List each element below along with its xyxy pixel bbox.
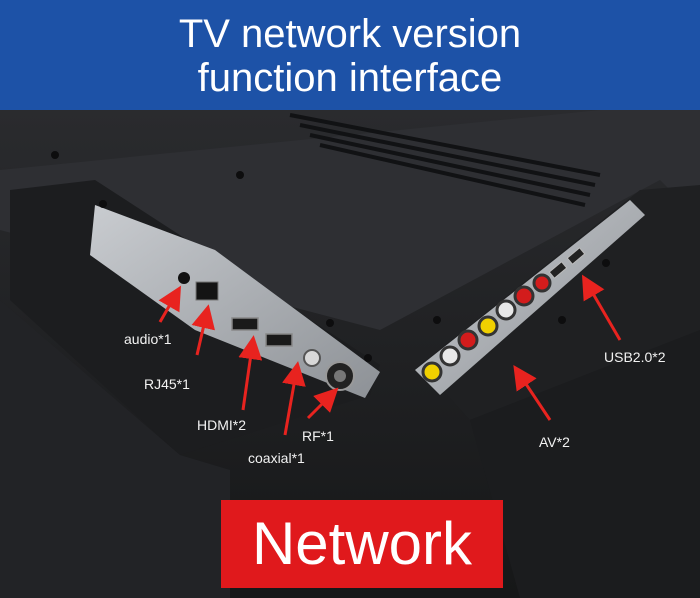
hdmi-label: HDMI*2 <box>197 417 247 433</box>
coaxial-port <box>303 349 321 367</box>
audio-jack <box>178 272 190 284</box>
usb-label: USB2.0*2 <box>604 349 666 365</box>
network-badge: Network <box>221 500 503 588</box>
hdmi-port-1 <box>231 317 259 331</box>
pointer-arrows <box>158 274 622 436</box>
hdmi-port-2 <box>265 333 293 347</box>
coaxial-label: coaxial*1 <box>248 450 305 466</box>
title-banner: TV network version function interface <box>0 0 700 110</box>
usb-port-2 <box>566 247 586 265</box>
rj45-port <box>195 281 219 301</box>
rj45-label: RJ45*1 <box>144 376 190 392</box>
title-line-1: TV network version <box>178 12 522 56</box>
vent-grille <box>289 113 601 207</box>
left-port-plate <box>90 205 380 398</box>
usb-port-1 <box>548 261 568 279</box>
title-line-2: function interface <box>197 56 503 100</box>
av-jacks <box>421 273 552 383</box>
tv-back-panel-photo <box>0 110 700 598</box>
audio-label: audio*1 <box>124 331 172 347</box>
av-label: AV*2 <box>539 434 570 450</box>
rf-label: RF*1 <box>302 428 334 444</box>
